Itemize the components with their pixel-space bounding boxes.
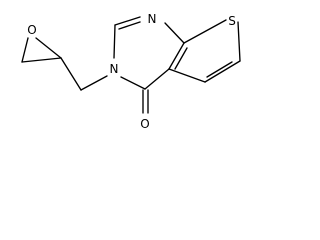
bond-c3a-c7a-inner [174,47,188,70]
bond-n1-c2p [114,16,141,26]
bond-c3-c3a [168,68,206,83]
bond-c7a-s [183,19,227,44]
atom-carbonyl-oxygen: O [140,117,149,131]
atom-nitrogen-1: N [148,12,157,26]
bond-ch2-epoxide [60,57,82,91]
bond-n3-ch2 [80,75,108,91]
atom-nitrogen-3: N [110,62,119,76]
bond-s-c2 [237,21,241,62]
bond-c4-c3a [144,68,170,90]
bond-epoxide-c2-o [21,37,29,63]
bond-n3-c4 [120,76,146,90]
bond-epoxide-c1-c2 [21,57,62,63]
bond-c2p-n3 [113,24,116,59]
bond-c2-c3 [204,60,241,83]
bond-c2-c3-inner [206,61,233,78]
bond-c3a-c7a [168,42,185,70]
molecule-diagram: S N N O O [21,12,241,131]
atom-sulfur: S [228,14,236,28]
bond-epoxide-c1-o [35,37,62,59]
bond-c7a-n1 [164,22,185,44]
atom-epoxide-oxygen: O [27,23,36,37]
bond-n1-c2p-inner [118,21,141,30]
